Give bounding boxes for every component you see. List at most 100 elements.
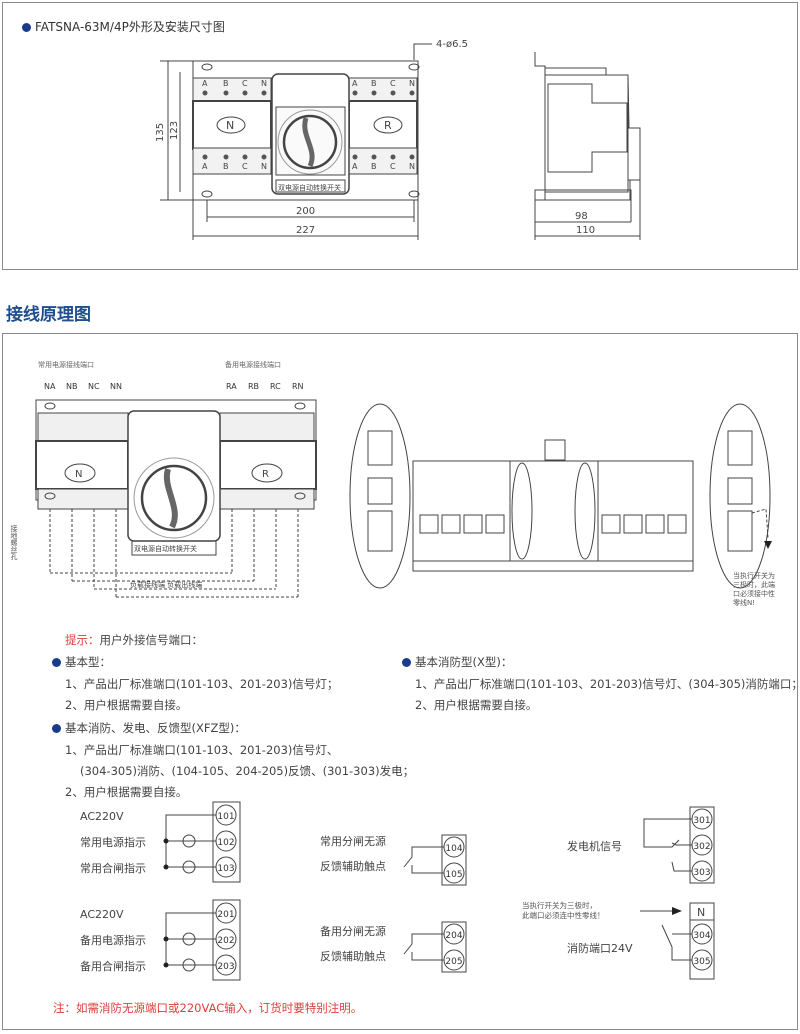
- xfz-title: 基本消防、发电、反馈型(XFZ型)：: [65, 721, 246, 735]
- contact-label: 反馈辅助触点: [320, 859, 386, 873]
- dim-135: 135: [155, 123, 166, 142]
- bullet-icon: [402, 658, 411, 667]
- wiring-section-title: 接线原理图: [6, 305, 91, 325]
- svg-text:三极时，此端: 三极时，此端: [733, 580, 775, 589]
- terminal-NC: NC: [88, 382, 100, 391]
- svg-text:零线N!: 零线N!: [733, 598, 755, 607]
- terminal-RA: RA: [226, 382, 237, 391]
- n-label: N: [697, 906, 705, 919]
- contact-label: 备用分闸无源: [320, 924, 386, 938]
- svg-text:305: 305: [693, 957, 710, 967]
- indicator-label: 备用合闸指示: [80, 959, 146, 973]
- arrow-down-icon: [764, 541, 772, 549]
- svg-text:104: 104: [445, 844, 462, 854]
- contact-label: 常用分闸无源: [320, 834, 386, 848]
- svg-text:201: 201: [217, 910, 234, 920]
- basic-title: 基本型：: [65, 655, 111, 669]
- basic-item: 1、产品出厂标准端口(101-103、201-203)信号灯；: [65, 677, 339, 691]
- terminal-RN: RN: [292, 382, 304, 391]
- xfz-item: (304-305)消防、(104-105、204-205)反馈、(301-303…: [80, 764, 415, 778]
- hint-prefix: 提示：: [65, 633, 100, 647]
- terminal-screws: [202, 90, 415, 160]
- side-note: 当执行开关为 三极时，此端 口必须接中性 零线N!: [733, 571, 775, 607]
- dim-110: 110: [576, 225, 595, 236]
- contact-label: 反馈辅助触点: [320, 949, 386, 963]
- svg-text:301: 301: [693, 816, 710, 826]
- dim-123: 123: [169, 121, 180, 140]
- fire-port-label: 消防端口24V: [567, 941, 633, 955]
- right-unit-label: R: [384, 119, 392, 132]
- n-note: 此端口必须连中性零线！: [522, 910, 605, 920]
- fire-item: 1、产品出厂标准端口(101-103、201-203)信号灯、(304-305)…: [415, 677, 800, 691]
- svg-text:302: 302: [693, 842, 710, 852]
- xfz-item: 1、产品出厂标准端口(101-103、201-203)信号灯、: [65, 743, 339, 757]
- dim-98: 98: [575, 211, 588, 222]
- pole-label: N: [261, 79, 267, 88]
- basic-item: 2、用户根据需要自接。: [65, 698, 188, 712]
- svg-text:105: 105: [445, 870, 462, 880]
- fire-title: 基本消防型(X型)：: [415, 655, 513, 669]
- pole-label: N: [409, 162, 415, 171]
- svg-text:102: 102: [217, 838, 234, 848]
- pole-label: A: [352, 79, 358, 88]
- fire-item: 2、用户根据需要自接。: [415, 698, 538, 712]
- pole-label: N: [261, 162, 267, 171]
- pole-label: N: [409, 79, 415, 88]
- right-unit-label: R: [262, 469, 269, 480]
- left-unit-label: N: [75, 469, 82, 480]
- mount-hole: [201, 190, 213, 198]
- n-note: 当执行开关为三极时，: [522, 900, 597, 910]
- normal-port-label: 常用电源接线端口: [38, 360, 94, 369]
- pole-label: B: [371, 162, 377, 171]
- switch-label: 双电源自动转换开关: [134, 544, 197, 553]
- pole-label: C: [390, 79, 396, 88]
- pole-label: C: [390, 162, 396, 171]
- pole-label: A: [352, 162, 358, 171]
- svg-text:303: 303: [693, 868, 710, 878]
- terminal-NB: NB: [66, 382, 77, 391]
- pole-label: B: [223, 79, 229, 88]
- svg-text:101: 101: [217, 812, 234, 822]
- pole-label: C: [242, 162, 248, 171]
- svg-text:203: 203: [217, 962, 234, 972]
- bullet-icon: [52, 724, 61, 733]
- bullet-icon: [52, 658, 61, 667]
- terminal-NN: NN: [110, 382, 122, 391]
- supply-label: AC220V: [80, 810, 124, 823]
- load-label: 负载接线端 负载出线端: [130, 580, 202, 589]
- svg-text:103: 103: [217, 864, 234, 874]
- terminal-numbers: 101 102 103 201 202 203 104 105 204 205 …: [217, 812, 710, 972]
- svg-text:202: 202: [217, 936, 234, 946]
- mount-hole: [201, 63, 213, 71]
- xfz-item: 2、用户根据需要自接。: [65, 785, 188, 799]
- supply-label: AC220V: [80, 908, 124, 921]
- indicator-label: 常用合闸指示: [80, 861, 146, 875]
- svg-text:205: 205: [445, 957, 462, 967]
- pole-label: A: [202, 162, 208, 171]
- hint-text: 用户外接信号端口：: [99, 633, 204, 647]
- pole-label: B: [371, 79, 377, 88]
- dim-227: 227: [296, 225, 315, 236]
- svg-text:当执行开关为: 当执行开关为: [733, 571, 775, 580]
- terminal-diagrams: AC220V 常用电源指示 常用合闸指示 AC220V 备用电源指示 备用合闸指…: [80, 801, 715, 981]
- arrow-right-icon: [672, 907, 682, 915]
- bullet-icon: [22, 23, 31, 32]
- pole-label: C: [242, 79, 248, 88]
- terminal-RC: RC: [270, 382, 281, 391]
- dimension-drawing: A B C N A B C N A B C N A B C N N R 双电源自…: [155, 39, 641, 240]
- hole-label: 4-ø6.5: [436, 39, 468, 50]
- switch-label: 双电源自动转换开关: [278, 183, 341, 192]
- indicator-label: 备用电源指示: [80, 933, 146, 947]
- mount-hole: [408, 63, 420, 71]
- indicator-label: 常用电源指示: [80, 835, 146, 849]
- dim-200: 200: [296, 206, 315, 217]
- dimension-title: FATSNA-63M/4P外形及安装尺寸图: [22, 18, 225, 35]
- wiring-drawing: 常用电源接线端口 备用电源接线端口 NA NB NC NN RA RB RC R…: [10, 360, 775, 607]
- svg-text:304: 304: [693, 931, 710, 941]
- svg-text:204: 204: [445, 931, 462, 941]
- pole-label: A: [202, 79, 208, 88]
- terminal-NA: NA: [44, 382, 56, 391]
- ground-label: 接地螺丝孔: [10, 524, 18, 561]
- pole-label: B: [223, 162, 229, 171]
- generator-label: 发电机信号: [567, 839, 622, 853]
